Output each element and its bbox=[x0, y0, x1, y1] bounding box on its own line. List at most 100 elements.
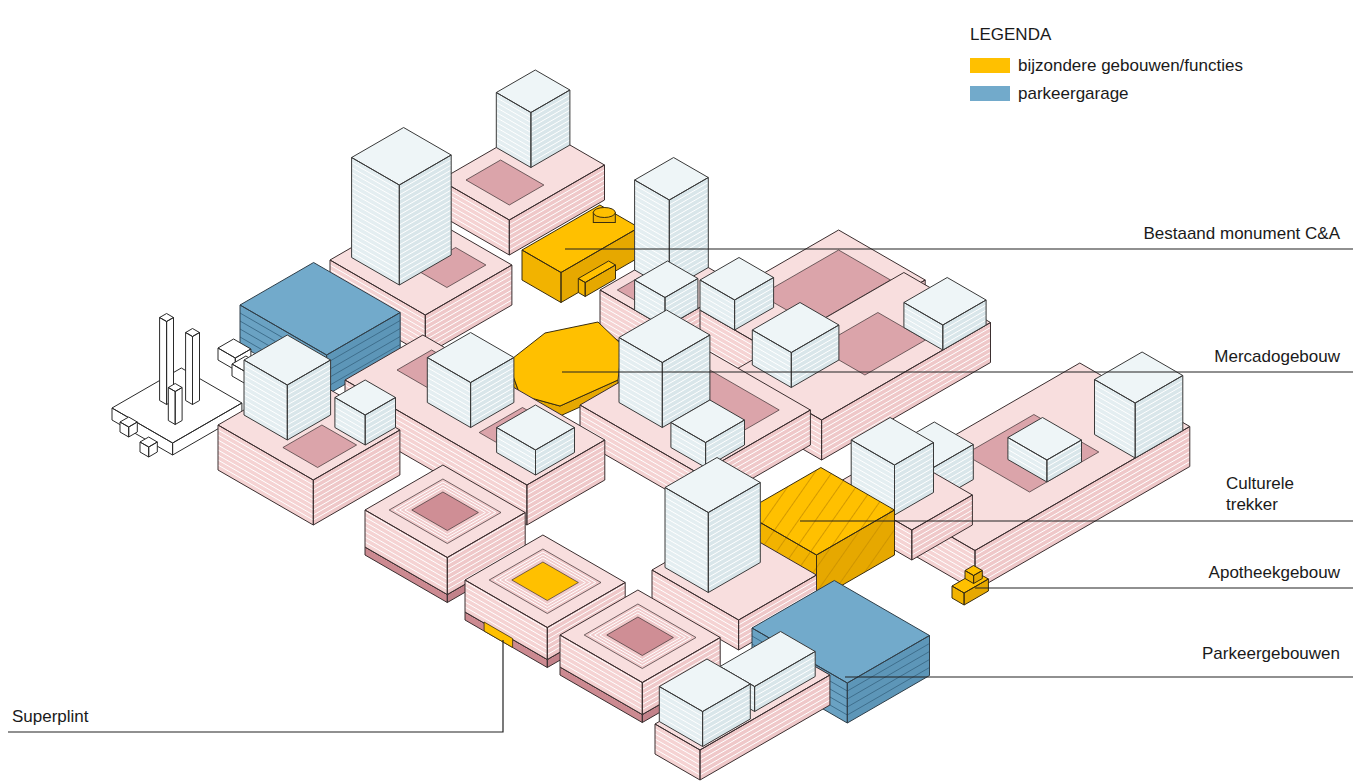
courtyard bbox=[489, 549, 601, 614]
floor-line bbox=[659, 694, 750, 722]
floor-line bbox=[851, 450, 933, 475]
residential-tower bbox=[1095, 352, 1183, 458]
block-outline bbox=[752, 303, 839, 353]
block-outline bbox=[427, 358, 470, 428]
label-holder: Apotheekgebouw bbox=[1209, 562, 1340, 583]
floor-line bbox=[352, 190, 452, 220]
floor-line bbox=[352, 245, 452, 275]
floor-line bbox=[352, 160, 452, 190]
roof-face bbox=[218, 339, 251, 358]
legend-swatch bbox=[970, 58, 1010, 73]
floor-line bbox=[851, 455, 933, 480]
block-outline bbox=[168, 388, 175, 425]
floor-line bbox=[619, 370, 710, 398]
floor-line bbox=[352, 195, 452, 225]
residential-tower bbox=[496, 70, 570, 168]
floor-line bbox=[352, 180, 452, 210]
block-outline bbox=[496, 70, 570, 113]
floor-line bbox=[665, 538, 760, 568]
floor-line bbox=[1095, 401, 1183, 429]
courtyard bbox=[607, 617, 674, 656]
floor-line bbox=[904, 315, 986, 340]
residential-tower bbox=[700, 258, 774, 331]
block-outline bbox=[752, 330, 791, 388]
callout-label: Apotheekgebouw bbox=[1209, 562, 1340, 583]
floor-line bbox=[665, 528, 760, 558]
block-outline bbox=[240, 263, 400, 356]
residential-tower bbox=[497, 405, 575, 475]
courtyard bbox=[965, 415, 1099, 493]
block-outline bbox=[120, 417, 137, 427]
leader-line bbox=[975, 587, 1353, 588]
legend-row: bijzondere gebouwen/functies bbox=[1018, 55, 1243, 76]
block-outline bbox=[536, 428, 575, 476]
superplint-band bbox=[484, 622, 512, 648]
block-outline bbox=[399, 155, 451, 285]
floor-line bbox=[665, 508, 760, 538]
leader-line bbox=[800, 520, 1353, 521]
floor-line bbox=[665, 558, 760, 588]
roof-face bbox=[140, 437, 157, 447]
leader-line bbox=[845, 676, 1353, 677]
floor-line bbox=[635, 289, 698, 308]
courtyard bbox=[512, 562, 579, 601]
floor-line bbox=[659, 689, 750, 717]
block-outline bbox=[160, 318, 167, 405]
legend-swatch bbox=[970, 86, 1010, 101]
roof-face bbox=[335, 380, 396, 415]
block-outline bbox=[335, 380, 396, 415]
facade-face bbox=[168, 388, 175, 425]
callout-label: Mercadogebouw bbox=[1214, 346, 1340, 367]
block-outline bbox=[193, 333, 200, 405]
floor-line bbox=[665, 488, 760, 518]
floor-line bbox=[619, 355, 710, 383]
floor-line bbox=[619, 360, 710, 388]
block-outline bbox=[708, 483, 760, 593]
legend-heading: LEGENDA bbox=[970, 24, 1051, 45]
block-outline bbox=[1008, 418, 1082, 461]
block-outline bbox=[904, 278, 986, 326]
callout-label: Parkeergebouwen bbox=[1202, 643, 1340, 664]
floor-line bbox=[1095, 396, 1183, 424]
block-outline bbox=[497, 428, 536, 476]
floor-line bbox=[352, 175, 452, 205]
floor-line bbox=[1095, 386, 1183, 414]
floor-line bbox=[665, 523, 760, 553]
roof-face bbox=[1095, 352, 1183, 403]
roof-face bbox=[619, 310, 710, 363]
floor-line bbox=[665, 533, 760, 563]
floor-line bbox=[752, 335, 839, 363]
floor-line bbox=[752, 355, 839, 383]
floor-line bbox=[665, 503, 760, 533]
block-outline bbox=[671, 423, 706, 468]
floor-line bbox=[1095, 391, 1183, 419]
block-outline bbox=[168, 384, 182, 392]
block-outline bbox=[851, 418, 933, 466]
block-outline bbox=[912, 495, 973, 560]
floor-line bbox=[1095, 421, 1183, 449]
leader-line bbox=[565, 248, 1353, 249]
floor-line bbox=[665, 493, 760, 523]
block-outline bbox=[952, 586, 964, 605]
courtyard bbox=[389, 479, 501, 544]
block-outline bbox=[365, 398, 395, 446]
step-line bbox=[505, 558, 586, 605]
small-volume bbox=[120, 417, 137, 437]
block-outline bbox=[700, 280, 735, 330]
block-outline bbox=[965, 566, 982, 576]
block-outline bbox=[964, 579, 988, 605]
block-outline bbox=[352, 128, 452, 186]
roof-face bbox=[665, 458, 760, 513]
floor-line bbox=[352, 240, 452, 270]
roof-face bbox=[120, 417, 137, 427]
block-outline bbox=[140, 437, 157, 447]
courtyard bbox=[584, 604, 696, 669]
residential-tower bbox=[335, 380, 396, 445]
residential-tower bbox=[427, 333, 514, 428]
residential-tower bbox=[904, 278, 986, 351]
label-holder: LEGENDA bbox=[970, 24, 1051, 45]
block-outline bbox=[700, 258, 774, 301]
roof-face bbox=[659, 659, 750, 712]
callout-label: Culturele trekker bbox=[1226, 473, 1326, 515]
